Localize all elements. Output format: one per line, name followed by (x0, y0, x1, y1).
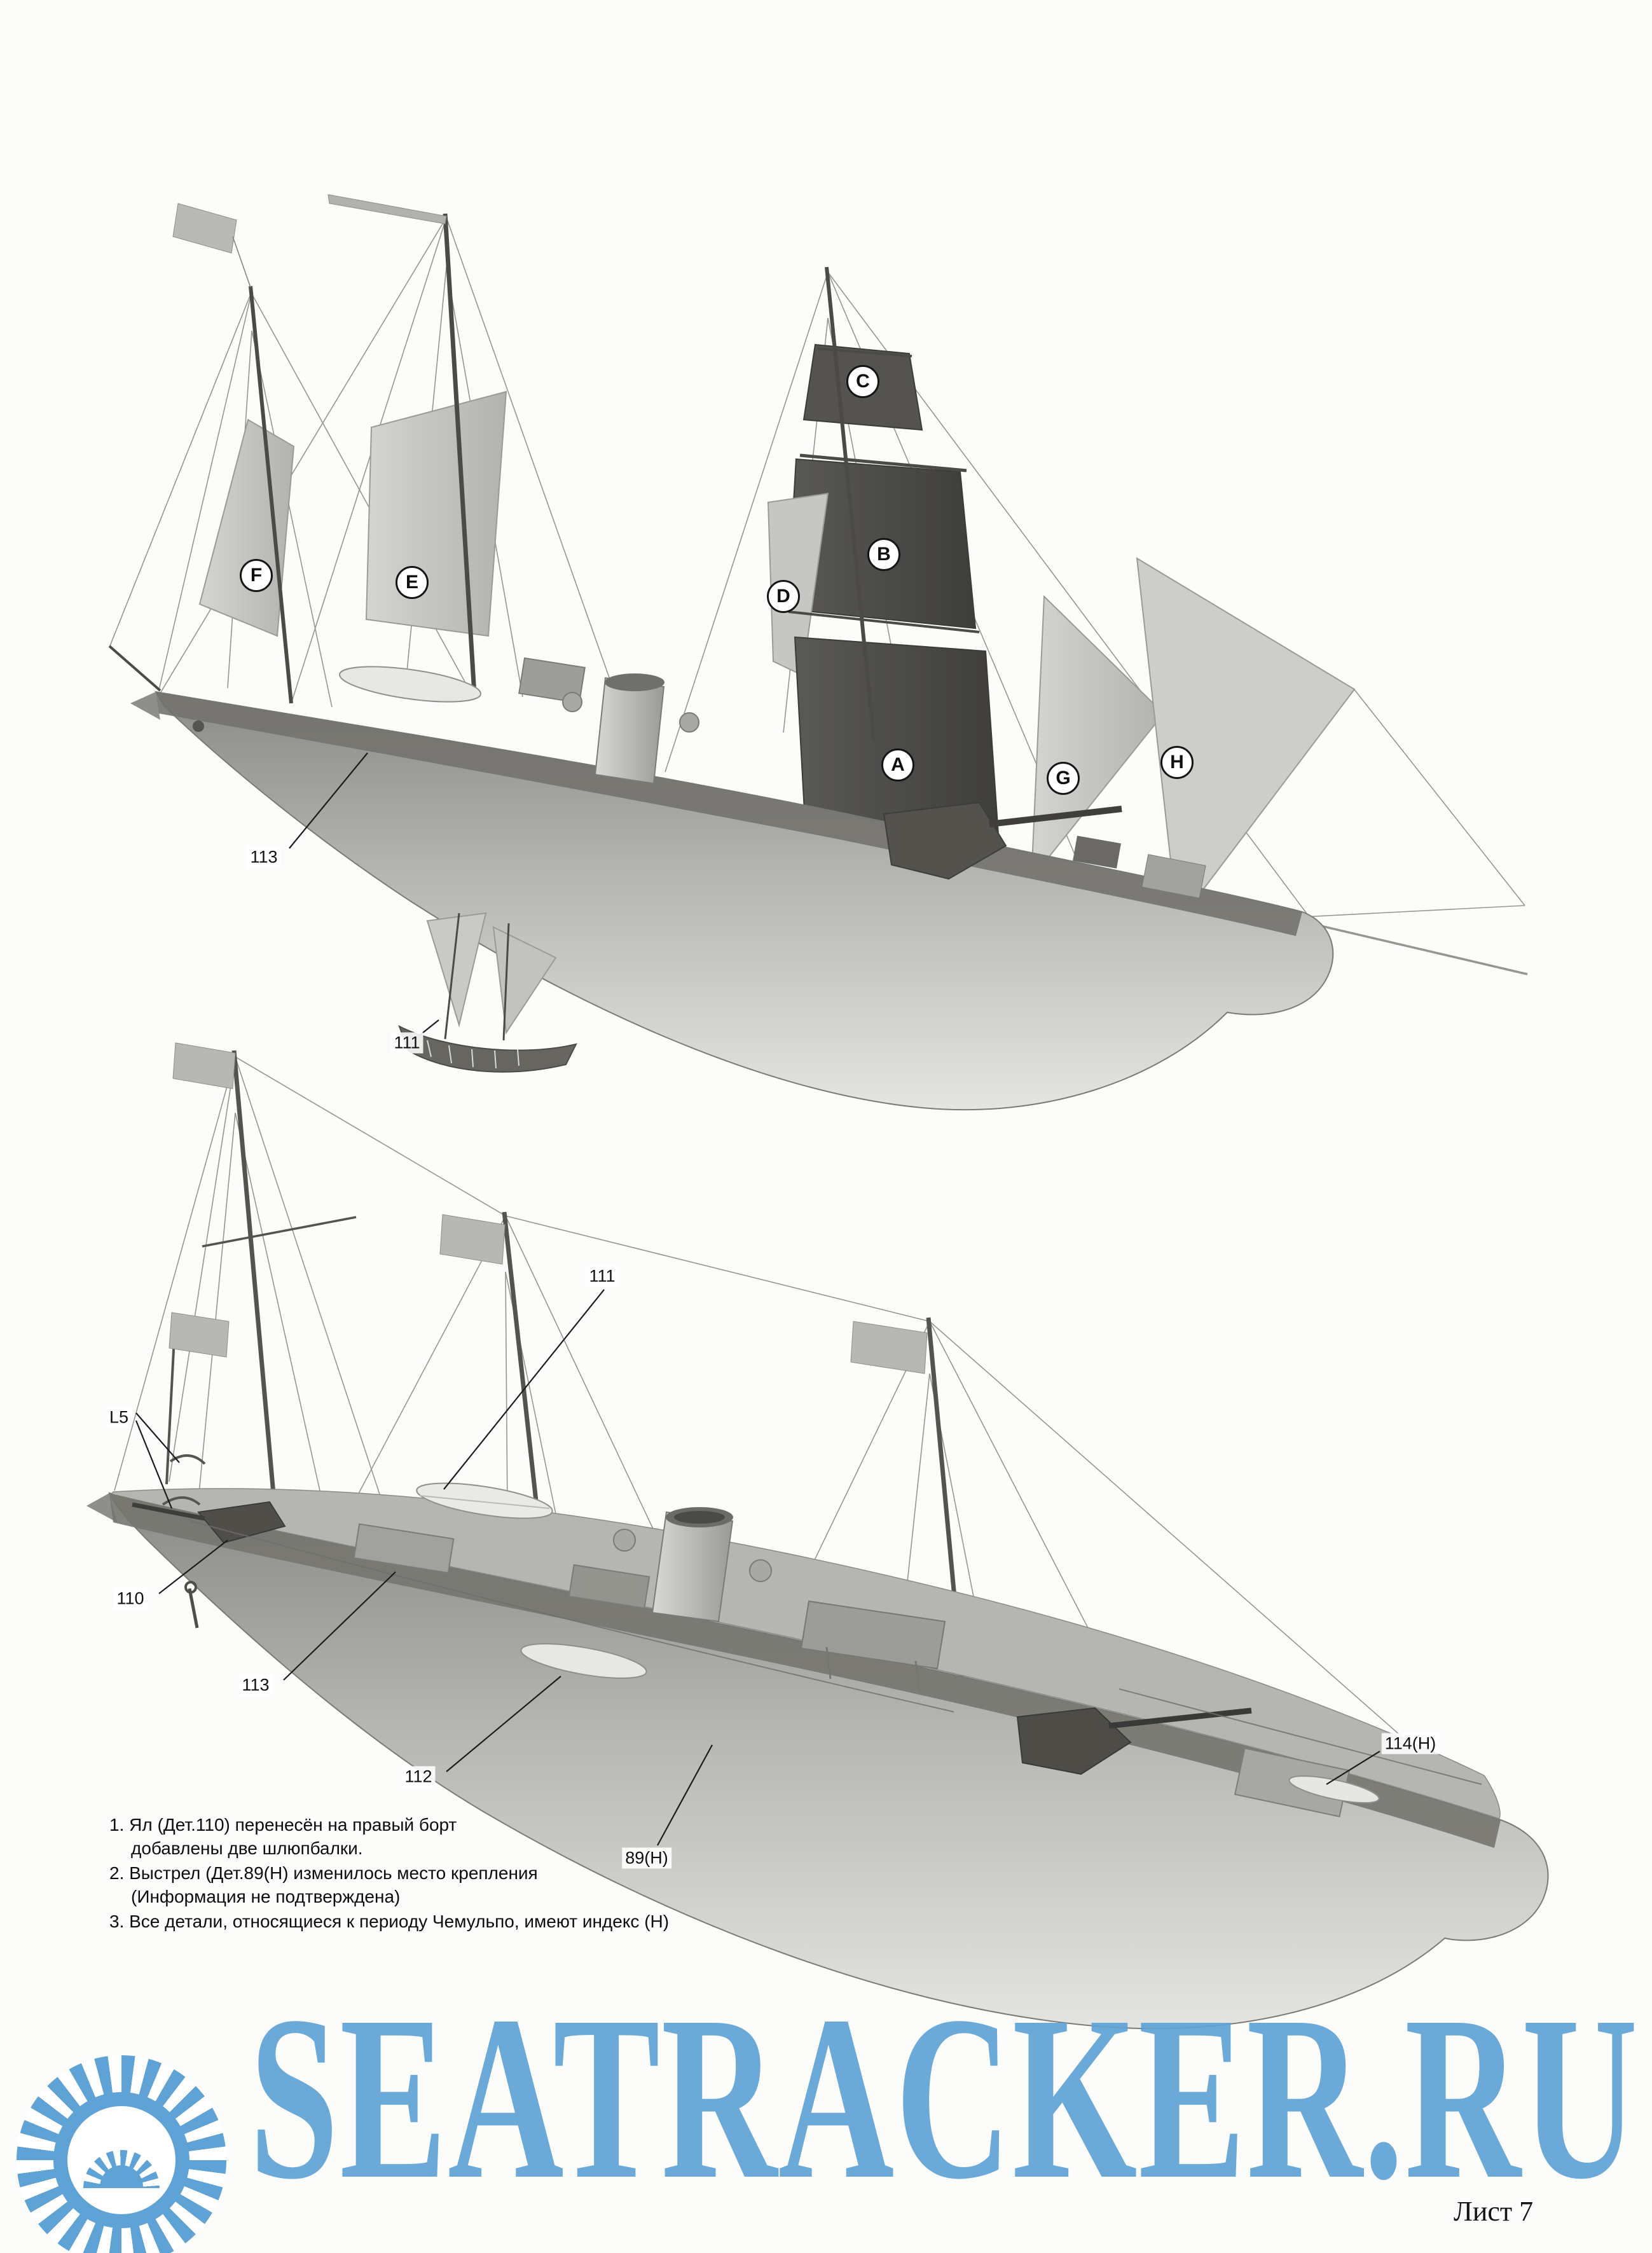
deckhouse (518, 657, 586, 704)
top-ship-hull (130, 691, 1334, 1111)
sail-label-e: E (396, 566, 429, 599)
part-label-89h: 89(H) (622, 1847, 671, 1869)
sail-label-f: F (240, 559, 273, 592)
ships-boat-111-under-sail (398, 912, 577, 1073)
main-gun-mount (883, 801, 1007, 880)
sail-label-b: B (867, 538, 900, 571)
boat-davit (169, 1454, 206, 1465)
sail-g-shape (1030, 595, 1165, 881)
note-3: 3. Все детали, относящиеся к периоду Чем… (109, 1911, 670, 1931)
ram-bow (130, 692, 160, 720)
funnel (594, 677, 665, 785)
part-label-112: 112 (401, 1766, 436, 1788)
mizzen-masthead-flag (850, 1321, 928, 1374)
boat-hull (398, 1024, 577, 1073)
watermark-text: SEATRACKER.RU (249, 1967, 1639, 2228)
sheet-number: Лист 7 (1454, 2196, 1534, 2227)
aft-fitting (1073, 836, 1121, 869)
part-label-113-bottom: 113 (238, 1674, 273, 1696)
boat-sail (426, 912, 487, 1028)
masthead-pennant (327, 194, 447, 224)
anchor-ring (184, 1581, 197, 1594)
fore-flag (172, 203, 237, 254)
mizzenmast (825, 266, 876, 740)
funnel-top (605, 673, 664, 691)
note-2: 2. Выстрел (Дет.89(Н) изменилось место к… (109, 1863, 538, 1906)
stern-gun-barrel (1108, 1707, 1252, 1729)
deck-boat-113 (339, 666, 481, 703)
top-ship-flags (172, 194, 447, 288)
aft-bridge-platform (800, 1600, 946, 1670)
bottom-ship-hull (86, 1488, 1549, 2030)
ventilator-cowl (679, 712, 699, 733)
part-label-l5: L5 (106, 1407, 132, 1428)
deck-boat-112 (520, 1643, 647, 1679)
bottom-ship-leader-lines (135, 1289, 1380, 1846)
bottom-ship-flags (169, 1042, 928, 1374)
stern-gun-mount (1016, 1707, 1132, 1775)
bottom-ship-deck-fittings (132, 1454, 1482, 1817)
ventilator-cowl (613, 1529, 636, 1552)
deck-hatch (353, 1523, 455, 1574)
sheer-strake (109, 1493, 1501, 1848)
fore-masthead-flag (172, 1042, 236, 1089)
deck-hatch (568, 1564, 650, 1609)
deck-railing (190, 1520, 954, 1712)
part-label-111-bottom: 111 (586, 1265, 619, 1287)
part-label-111-top: 111 (390, 1032, 423, 1054)
stern-railing (1119, 1688, 1482, 1785)
main-masthead-flag (439, 1214, 506, 1265)
sail-e-shape (365, 390, 507, 637)
main-gun-barrel (989, 806, 1122, 827)
rising-sun-icon (83, 2150, 160, 2188)
anchor-chain (188, 1588, 199, 1629)
aft-boat (1288, 1775, 1380, 1803)
funnel (651, 1511, 734, 1623)
modification-notes: 1. Ял (Дет.110) перенесён на правый борт… (109, 1814, 758, 1935)
sail-label-c: C (846, 365, 879, 398)
sail-label-h: H (1160, 746, 1194, 779)
ventilator-cowl (562, 692, 582, 712)
sail-h-shape (1136, 557, 1356, 925)
boat-davit (162, 1496, 201, 1506)
foremast (249, 286, 293, 704)
bow-jack-flag (169, 1312, 230, 1358)
note-1: 1. Ял (Дет.110) перенесён на правый борт… (109, 1815, 457, 1858)
watermark: SEATRACKER.RU (0, 1971, 1652, 2253)
sheer-strake (156, 692, 1302, 936)
top-ship-masts (108, 213, 876, 740)
sail-label-d: D (767, 580, 800, 613)
top-ship-deck-fittings (193, 657, 1206, 899)
part-label-113-top: 113 (247, 846, 281, 868)
foremast (231, 1050, 279, 1523)
sail-label-a: A (881, 748, 914, 782)
ventilator-cowl (749, 1559, 772, 1582)
bow-gun-barrel (132, 1502, 205, 1521)
ram-bow (86, 1493, 117, 1522)
part-label-110: 110 (113, 1588, 148, 1609)
boat-sail (492, 926, 557, 1035)
fore-yard (202, 1216, 357, 1248)
sail-label-g: G (1047, 762, 1080, 795)
deck-boat-111 (416, 1482, 553, 1519)
part-label-114h: 114(H) (1381, 1733, 1440, 1754)
bottom-ship-illustration (86, 1042, 1549, 2030)
seatracker-sun-logo-icon (17, 2055, 226, 2253)
bow-gun-mount (197, 1501, 286, 1544)
bowsprit (108, 645, 162, 692)
top-ship-illustration (108, 194, 1528, 1111)
anchor (193, 720, 204, 732)
aft-structure (1141, 854, 1206, 899)
mainmast (443, 213, 477, 695)
